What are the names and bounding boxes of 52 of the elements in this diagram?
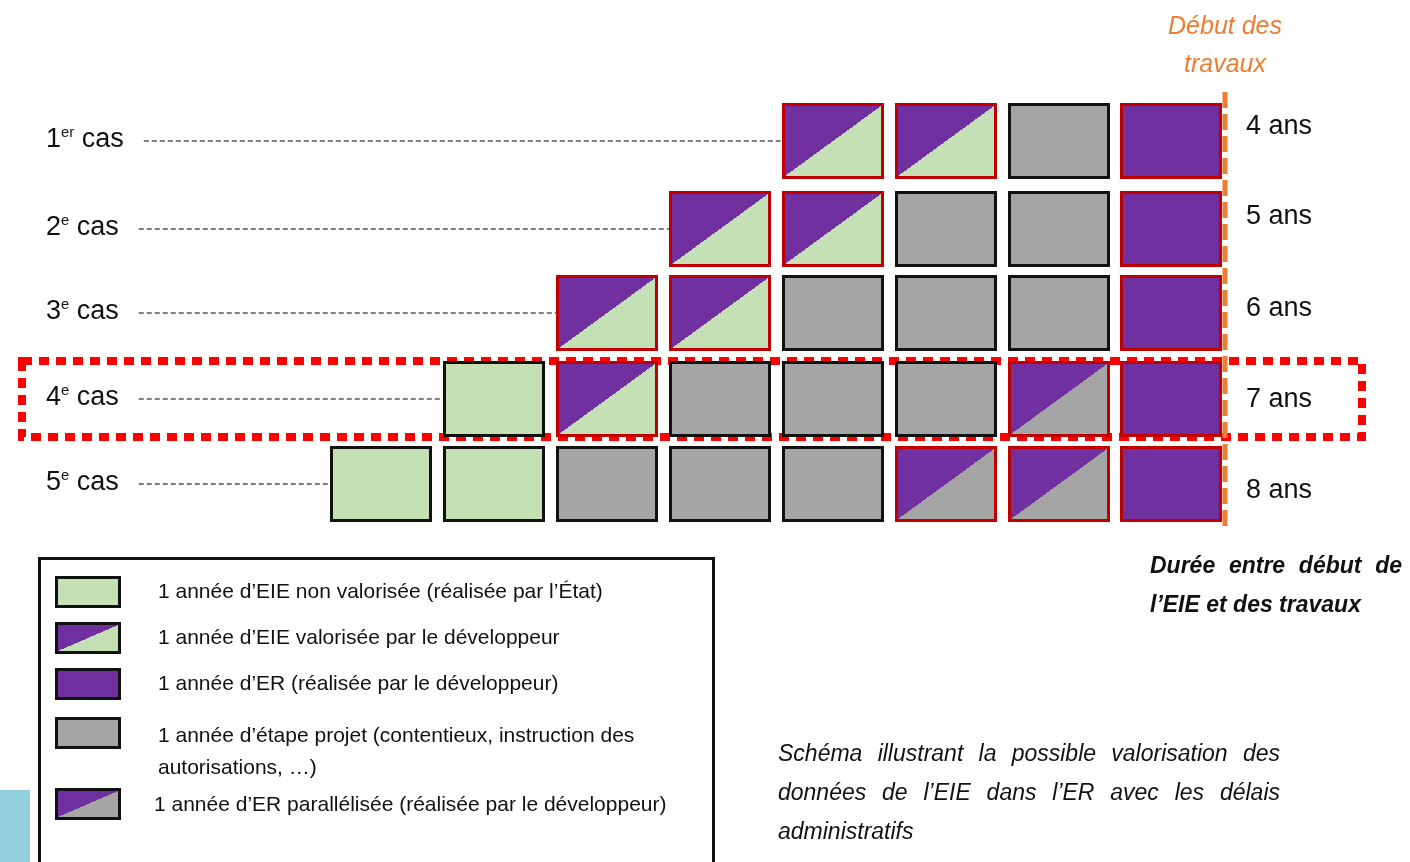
year-square [669,361,771,437]
year-square [895,446,997,522]
year-square [1120,103,1222,179]
year-square [1008,446,1110,522]
duration-label: 5 ans [1246,200,1313,231]
year-square [895,275,997,351]
year-square [669,446,771,522]
year-square [1008,191,1110,267]
year-square [443,446,545,522]
case-label: 3$^{e}$ cas [46,297,119,324]
year-square [1008,275,1110,351]
case-label: 2$^{e}$ cas [46,213,119,240]
year-square [1120,275,1222,351]
dashed-connector [138,228,670,230]
caption: Schéma illustrant la possible valorisation des données de l’EIE dans l’ER avec les délais administratifs [778,739,1280,846]
duration-label: 6 ans [1246,292,1313,323]
year-square [443,361,545,437]
duration-label: 8 ans [1246,474,1313,505]
year-square [556,361,658,437]
start-heading: Début des travaux [1167,10,1283,79]
dashed-connector [138,483,331,485]
dashed-connector [143,140,783,142]
year-square [1120,191,1222,267]
year-square [895,361,997,437]
case-label: 5$^{e}$ cas [46,468,119,495]
year-square [782,275,884,351]
year-square [895,103,997,179]
year-square [669,191,771,267]
case-label: 1$^{er}$ cas [46,125,124,152]
year-square [1008,103,1110,179]
year-square [556,446,658,522]
year-square [782,103,884,179]
year-square [782,361,884,437]
year-square [782,191,884,267]
year-square [1120,446,1222,522]
year-square [782,446,884,522]
dashed-connector [138,312,557,314]
duration-label: 4 ans [1246,110,1313,141]
year-square [330,446,432,522]
legend-text: 1 année d’ER parallélisée (réalisée par le développeur) [154,791,668,817]
legend-text: 1 année d’étape projet (contentieux, instruction des autorisations, …) [158,722,636,780]
legend-text: 1 année d’EIE valorisée par le développeur [158,624,561,650]
legend-text: 1 année d’EIE non valorisée (réalisée par l’État) [158,578,604,604]
legend-text: 1 année d’ER (réalisée par le développeur) [158,670,560,696]
case-label: 4$^{e}$ cas [46,383,119,410]
year-square [1008,361,1110,437]
year-square [1120,361,1222,437]
year-square [895,191,997,267]
duration-note: Durée entre début de l’EIE et des travaux [1150,551,1402,619]
year-square [556,275,658,351]
duration-label: 7 ans [1246,383,1313,414]
year-square [669,275,771,351]
